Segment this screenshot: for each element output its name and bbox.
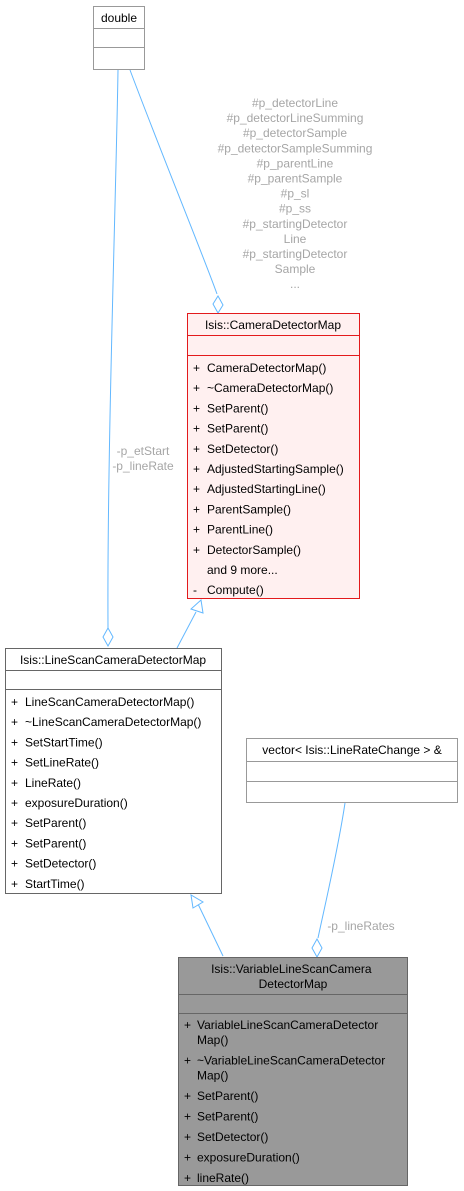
class-variable-linescan-map[interactable]: Isis::VariableLineScanCamera DetectorMap… [178,957,408,1186]
camera-member[interactable]: ParentLine() [207,523,273,537]
linescan-visibility: + [11,816,18,830]
linescan-visibility: + [11,715,18,729]
class-linescan-camera-detector-map[interactable]: Isis::LineScanCameraDetectorMap + LineSca… [5,648,222,894]
linescan-member[interactable]: SetLineRate() [25,756,99,770]
linescan-visibility: + [11,877,18,891]
camera-visibility: + [193,543,200,557]
camera-member[interactable]: SetDetector() [207,442,278,456]
variable-visibility: + [184,1110,191,1124]
camera-visibility: + [193,502,200,516]
class-vector-linerate[interactable]: vector< Isis::LineRateChange > & [246,738,458,803]
camera-visibility: + [193,401,200,415]
camera-visibility: + [193,442,200,456]
variable-member[interactable]: lineRate() [197,1171,249,1185]
camera-member[interactable]: CameraDetectorMap() [207,361,326,375]
edge-variable-to-linescan [197,903,224,957]
linescan-member[interactable]: ~LineScanCameraDetectorMap() [25,715,201,729]
variable-visibility: + [184,1151,191,1165]
class-variable-name-line-1: Isis::VariableLineScanCamera [211,962,372,976]
linescan-member[interactable]: SetParent() [25,816,86,830]
class-camera-detector-map-name: Isis::CameraDetectorMap [205,318,341,332]
linescan-member-list: + LineScanCameraDetectorMap() + ~LineScanCa… [11,695,201,891]
camera-visibility: + [193,422,200,436]
diamond-linescan [102,626,114,648]
edge-label-double-to-linescan: -p_etStart-p_lineRate [112,444,174,473]
variable-visibility: + [184,1018,191,1032]
camera-visibility: + [193,462,200,476]
variable-member[interactable]: exposureDuration() [197,1151,300,1165]
class-vector-name: vector< Isis::LineRateChange > & [262,743,441,757]
variable-visibility: + [184,1171,191,1185]
edge-label-double-to-camera: #p_detectorLine#p_detectorLineSumming#p_… [218,96,373,291]
linescan-member[interactable]: exposureDuration() [25,796,128,810]
variable-visibility: + [184,1089,191,1103]
label-p-linerates: -p_lineRates [327,919,394,933]
camera-member[interactable]: ParentSample() [207,502,291,516]
arrow-linescan [190,894,204,909]
camera-member[interactable]: SetParent() [207,401,268,415]
variable-member[interactable]: SetParent() [197,1110,258,1124]
variable-member[interactable]: SetParent() [197,1089,258,1103]
class-camera-detector-map[interactable]: Isis::CameraDetectorMap + CameraDetectorM… [187,313,360,599]
class-variable-name-line-2: DetectorMap [259,977,328,991]
edge-label-vector-to-variable: -p_lineRates [327,919,394,933]
edge-vector-to-variable [317,802,346,939]
linescan-member[interactable]: LineScanCameraDetectorMap() [25,695,194,709]
linescan-visibility: + [11,756,18,770]
edge-linescan-to-camera [176,611,197,649]
linescan-visibility: + [11,776,18,790]
edge-double-to-linescan [107,69,119,629]
linescan-member[interactable]: StartTime() [25,877,85,891]
variable-visibility: + [184,1130,191,1144]
linescan-visibility: + [11,796,18,810]
edges [102,69,346,959]
camera-member[interactable]: and 9 more... [207,563,278,577]
linescan-visibility: + [11,735,18,749]
linescan-visibility: + [11,695,18,709]
linescan-visibility: + [11,857,18,871]
variable-visibility: + [184,1054,191,1068]
camera-member[interactable]: DetectorSample() [207,543,301,557]
class-variable-name: Isis::VariableLineScanCamera DetectorMap [211,962,375,991]
camera-visibility: - [193,583,197,597]
edge-double-to-camera [129,69,218,295]
camera-visibility: + [193,482,200,496]
class-double[interactable]: double [93,6,145,70]
camera-visibility: + [193,523,200,537]
linescan-member[interactable]: LineRate() [25,776,81,790]
arrow-camera [190,599,204,614]
class-linescan-name: Isis::LineScanCameraDetectorMap [20,653,206,667]
camera-visibility: + [193,361,200,375]
camera-member[interactable]: AdjustedStartingSample() [207,462,344,476]
linescan-member[interactable]: SetParent() [25,836,86,850]
diamond-variable [311,937,323,959]
variable-member[interactable]: SetDetector() [197,1130,268,1144]
camera-member[interactable]: AdjustedStartingLine() [207,482,326,496]
linescan-member[interactable]: SetStartTime() [25,735,103,749]
linescan-member[interactable]: SetDetector() [25,857,96,871]
linescan-visibility: + [11,836,18,850]
camera-member[interactable]: ~CameraDetectorMap() [207,381,333,395]
class-double-name: double [101,11,137,25]
camera-member[interactable]: SetParent() [207,422,268,436]
camera-visibility: + [193,381,200,395]
camera-member-list: + CameraDetectorMap() + ~CameraDetectorMap(… [193,361,344,597]
camera-member[interactable]: Compute() [207,583,264,597]
diamond-camera [212,295,224,314]
